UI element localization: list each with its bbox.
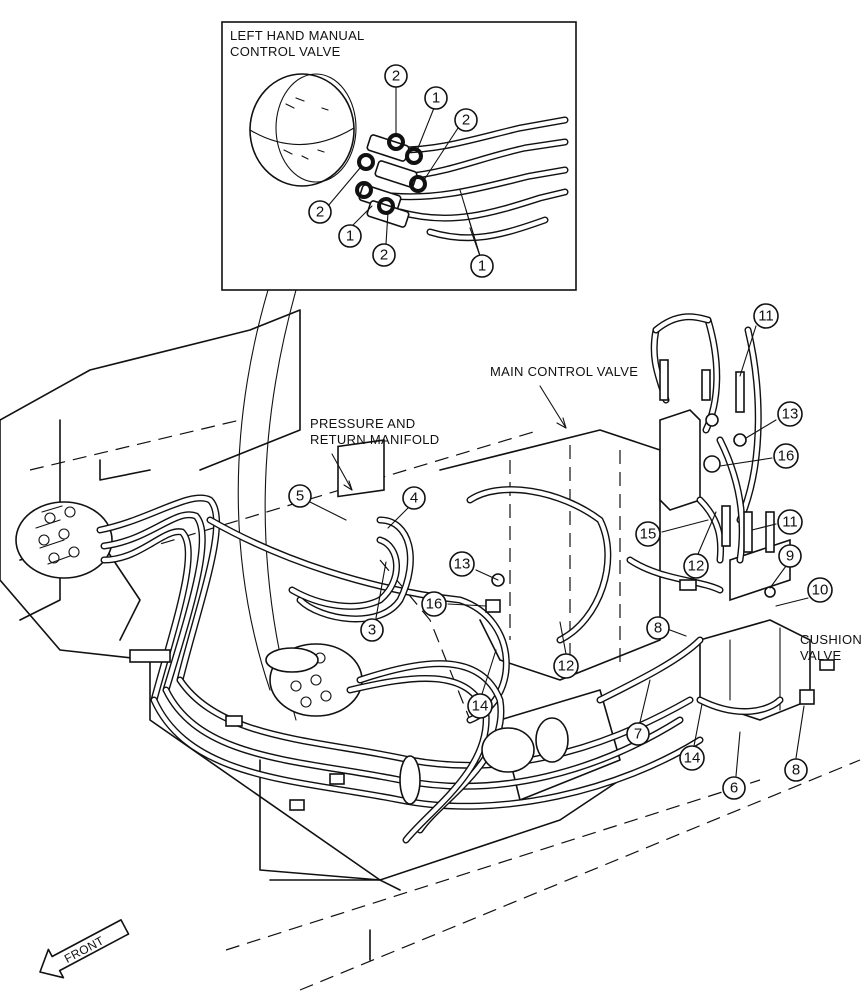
callout-2-label: 2 <box>316 204 324 221</box>
callout-11-label: 11 <box>782 514 798 531</box>
callout-9-label: 9 <box>786 548 794 565</box>
callout-2 <box>308 200 332 224</box>
callout-16 <box>421 591 447 617</box>
callout-7-label: 7 <box>634 726 642 743</box>
callout-1 <box>338 224 362 248</box>
callout-2-label: 2 <box>392 68 400 85</box>
callout-15 <box>635 521 661 547</box>
callout-15-label: 15 <box>640 526 657 543</box>
callout-13 <box>777 401 803 427</box>
callout-2 <box>384 64 408 88</box>
callout-2-label: 2 <box>380 247 388 264</box>
label-cushion-line1: CUSHION <box>800 632 862 647</box>
callout-14 <box>679 745 705 771</box>
inset-title-line2: CONTROL VALVE <box>230 44 341 59</box>
callout-5 <box>288 484 312 508</box>
callout-13 <box>449 551 475 577</box>
label-manifold-line1: PRESSURE AND <box>310 416 415 431</box>
callout-12-label: 12 <box>558 658 575 675</box>
callout-8 <box>784 758 808 782</box>
callout-12 <box>683 553 709 579</box>
callout-4 <box>402 486 426 510</box>
callout-11 <box>753 303 779 329</box>
main-callouts: 5 4 3 11 13 16 15 11 12 9 <box>288 303 833 800</box>
callout-16-label: 16 <box>426 596 443 613</box>
o-ring <box>409 175 427 193</box>
callout-3-label: 3 <box>368 622 376 639</box>
left-fitting-cluster <box>15 501 113 579</box>
callout-14-label: 14 <box>684 750 701 767</box>
callout-1-label: 1 <box>478 258 486 275</box>
label-cushion-line2: VALVE <box>800 648 842 663</box>
arrow-icon <box>39 919 130 979</box>
callout-1 <box>470 254 494 278</box>
callout-12 <box>553 653 579 679</box>
callout-10 <box>807 577 833 603</box>
label-main-control-valve: MAIN CONTROL VALVE <box>490 364 638 379</box>
callout-5-label: 5 <box>296 488 304 505</box>
inset-title-line1: LEFT HAND MANUAL <box>230 28 365 43</box>
o-ring <box>355 181 373 199</box>
callout-7 <box>626 722 650 746</box>
callout-11-label: 11 <box>758 308 774 325</box>
callout-13-label: 13 <box>454 556 471 573</box>
o-ring <box>387 133 405 151</box>
leader-manifold <box>331 453 353 491</box>
detail-pointer <box>237 289 271 691</box>
o-ring <box>357 153 375 171</box>
callout-6-label: 6 <box>730 780 738 797</box>
callout-16-label: 16 <box>778 448 795 465</box>
o-ring <box>377 197 395 215</box>
callout-10-label: 10 <box>812 582 829 599</box>
callout-1 <box>424 86 448 110</box>
callout-8-label: 8 <box>792 762 800 779</box>
callout-2-label: 2 <box>462 112 470 129</box>
callout-9 <box>778 544 802 568</box>
callout-3 <box>360 618 384 642</box>
callout-14 <box>467 693 493 719</box>
hose-bundles <box>96 313 784 844</box>
callout-2 <box>454 108 478 132</box>
callout-11 <box>777 509 803 535</box>
label-manifold-line2: RETURN MANIFOLD <box>310 432 439 447</box>
callout-1-label: 1 <box>346 228 354 245</box>
callout-6 <box>722 776 746 800</box>
leader-main-control-valve <box>539 385 567 429</box>
inset-callouts: 2 1 2 2 1 2 1 <box>308 64 494 278</box>
o-ring <box>405 147 423 165</box>
callout-16 <box>773 443 799 469</box>
callout-8 <box>646 616 670 640</box>
inset-detail: LEFT HAND MANUAL CONTROL VALVE <box>221 21 577 291</box>
front-direction-arrow: FRONT <box>39 919 130 979</box>
callout-2 <box>372 243 396 267</box>
callout-8-label: 8 <box>654 620 662 637</box>
callout-14-label: 14 <box>472 698 489 715</box>
callout-13-label: 13 <box>782 406 799 423</box>
control-valve-body <box>249 73 357 187</box>
machine-frame <box>0 309 861 991</box>
misc-fittings <box>129 359 835 811</box>
pressure-return-manifold <box>337 439 385 498</box>
callout-4-label: 4 <box>410 490 418 507</box>
callout-1-label: 1 <box>432 90 440 107</box>
callout-12-label: 12 <box>688 558 705 575</box>
